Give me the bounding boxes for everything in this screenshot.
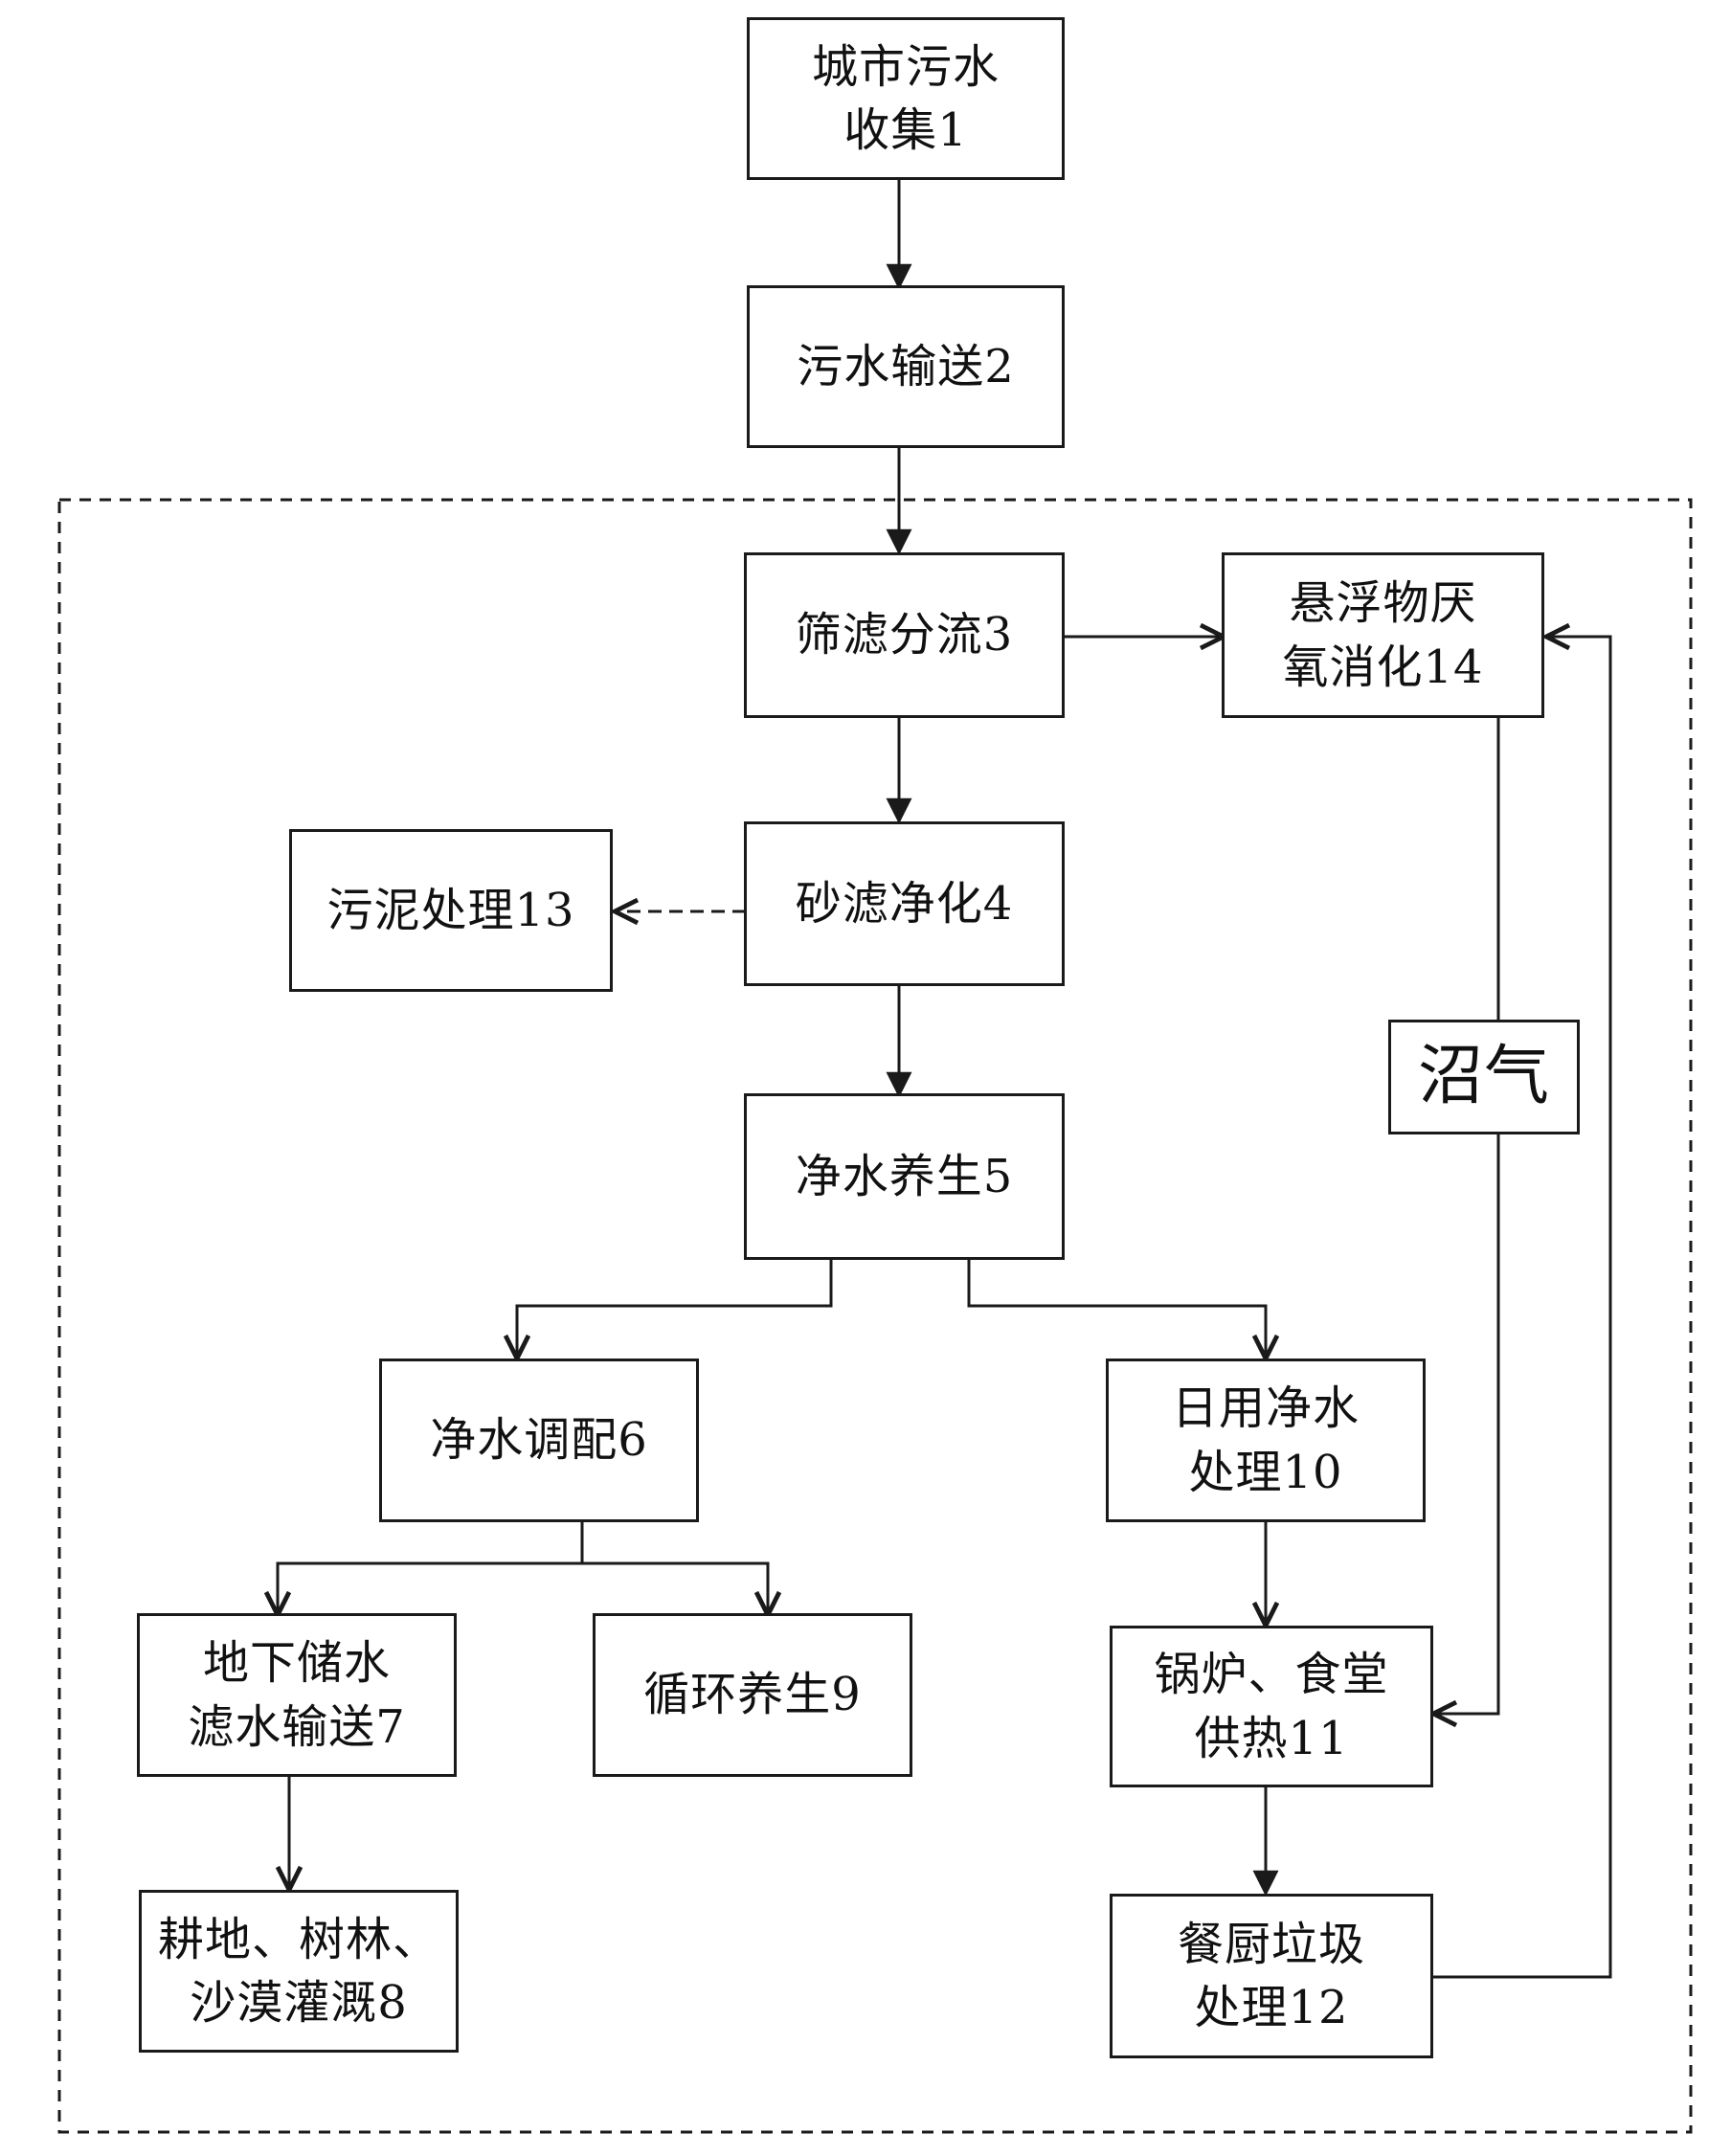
node-13: 污泥处理13: [289, 829, 613, 992]
node-2: 污水输送2: [747, 285, 1065, 448]
node-8-label: 耕地、树林、 沙漠灌溉8: [157, 1912, 439, 2030]
edge-5-to-6: [517, 1260, 833, 1359]
node-10: 日用净水 处理10: [1106, 1359, 1426, 1522]
biogas-label-box: 沼气: [1388, 1020, 1580, 1134]
node-12-label: 餐厨垃圾 处理12: [1177, 1917, 1365, 2034]
node-2-label: 污水输送2: [797, 339, 1015, 393]
node-12: 餐厨垃圾 处理12: [1110, 1894, 1433, 2058]
biogas-label: 沼气: [1417, 1039, 1550, 1115]
edge-12-to-14: [1433, 637, 1612, 1979]
node-13-label: 污泥处理13: [326, 883, 575, 937]
node-6-label: 净水调配6: [430, 1413, 648, 1468]
node-10-label: 日用净水 处理10: [1171, 1381, 1360, 1499]
node-7: 地下储水 滤水输送7: [137, 1613, 457, 1777]
node-11: 锅炉、食堂 供热11: [1110, 1626, 1433, 1787]
node-1: 城市污水 收集1: [747, 17, 1065, 180]
node-14-label: 悬浮物厌 氧消化14: [1282, 576, 1484, 694]
system-boundary-frame: [57, 498, 1693, 2134]
edge-5-to-10: [967, 1260, 1266, 1359]
node-9: 循环养生9: [593, 1613, 912, 1777]
edge-6-to-9: [580, 1522, 768, 1615]
node-9-label: 循环养生9: [643, 1668, 862, 1722]
node-11-label: 锅炉、食堂 供热11: [1154, 1648, 1389, 1765]
node-4-label: 砂滤净化4: [795, 876, 1014, 931]
edge-biogas-to-11: [1433, 1134, 1500, 1714]
node-8: 耕地、树林、 沙漠灌溉8: [139, 1890, 459, 2053]
node-3-label: 筛滤分流3: [795, 608, 1014, 663]
node-5: 净水养生5: [744, 1093, 1065, 1260]
node-14: 悬浮物厌 氧消化14: [1222, 552, 1544, 718]
node-6: 净水调配6: [379, 1359, 699, 1522]
node-1-label: 城市污水 收集1: [811, 39, 1000, 157]
node-3: 筛滤分流3: [744, 552, 1065, 718]
node-4: 砂滤净化4: [744, 821, 1065, 986]
node-5-label: 净水养生5: [795, 1149, 1014, 1203]
node-7-label: 地下储水 滤水输送7: [188, 1636, 406, 1754]
edge-6-to-7: [278, 1522, 584, 1615]
